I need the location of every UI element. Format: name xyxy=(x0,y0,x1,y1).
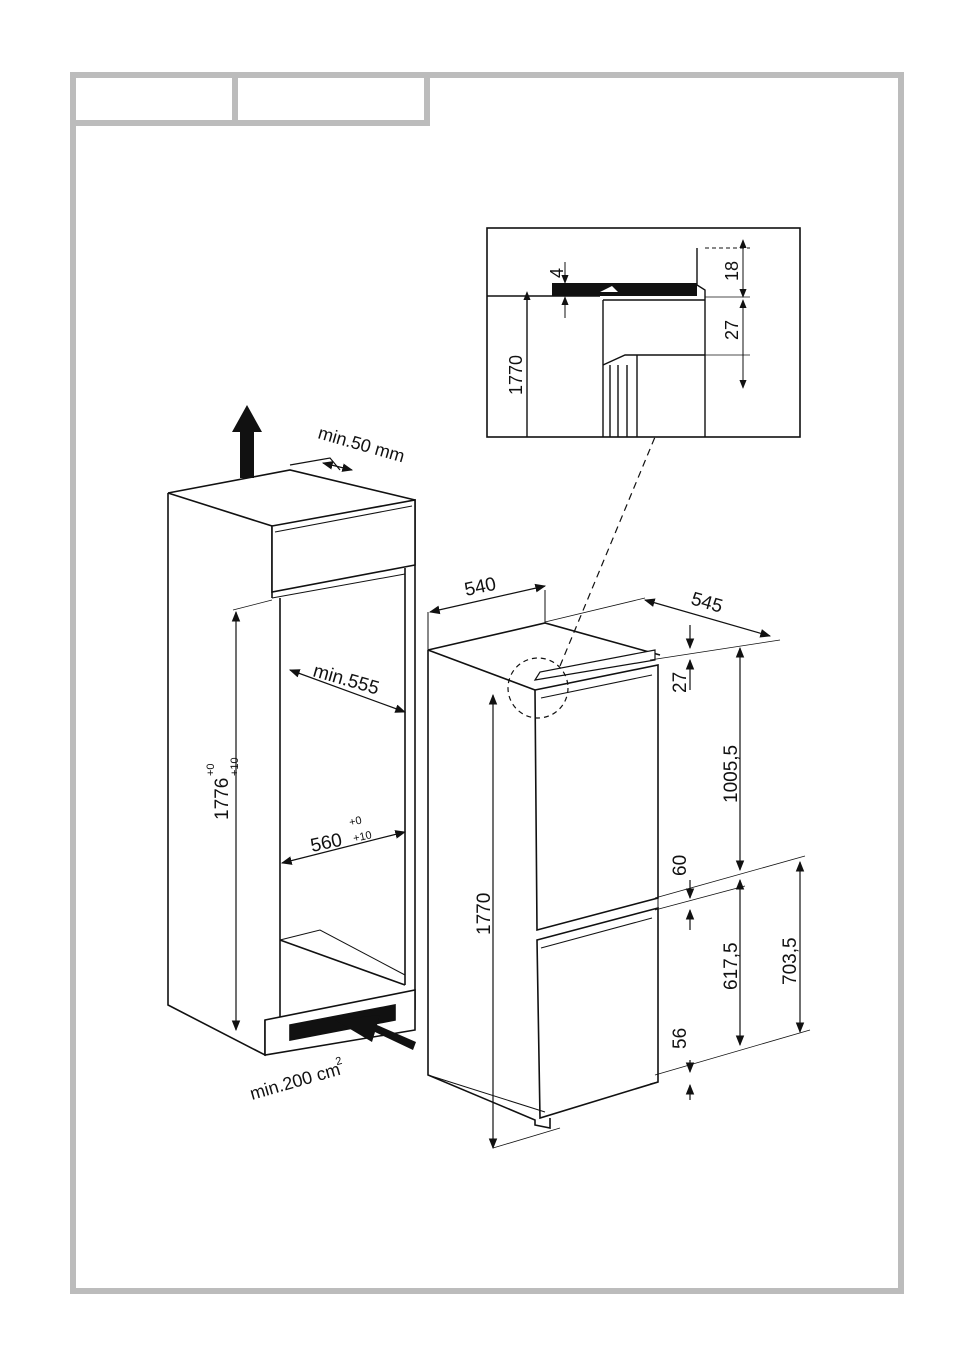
niche-top-gap-label: min.50 mm xyxy=(316,423,407,467)
niche-width-label: 560 xyxy=(309,830,344,857)
niche-width-tol-lower: +10 xyxy=(352,829,373,845)
vent-area-label: min.200 cm xyxy=(248,1059,343,1104)
niche-drawing xyxy=(168,458,415,1055)
appliance-height-label: 1770 xyxy=(474,893,495,935)
niche-height-label: 1776 xyxy=(212,778,233,820)
detail-thickness-label: 4 xyxy=(547,268,567,278)
appliance-drawing xyxy=(428,590,660,1128)
appliance-lower-total-label: 703,5 xyxy=(780,937,801,985)
detail-view: 4 18 27 1770 xyxy=(487,228,800,437)
appliance-gap-label: 60 xyxy=(670,855,691,876)
niche-width-tol-upper: +0 xyxy=(348,815,363,829)
appliance-depth-label: 545 xyxy=(689,589,725,618)
up-arrow-icon xyxy=(232,405,262,478)
detail-leader-line xyxy=(560,437,655,666)
niche-depth-label: min.555 xyxy=(311,661,382,700)
detail-hinge-label: 18 xyxy=(722,261,742,281)
detail-height-label: 1770 xyxy=(506,355,526,395)
appliance-top-offset-label: 27 xyxy=(670,672,691,693)
appliance-bottom-offset-label: 56 xyxy=(670,1028,691,1049)
appliance-lower-door-label: 617,5 xyxy=(721,942,742,990)
detail-offset-label: 27 xyxy=(722,320,742,340)
niche-height-tol-lower: +10 xyxy=(229,757,241,776)
appliance-width-label: 540 xyxy=(463,574,498,601)
appliance-upper-door-label: 1005,5 xyxy=(721,745,742,803)
niche-height-tol-upper: +0 xyxy=(205,763,217,776)
